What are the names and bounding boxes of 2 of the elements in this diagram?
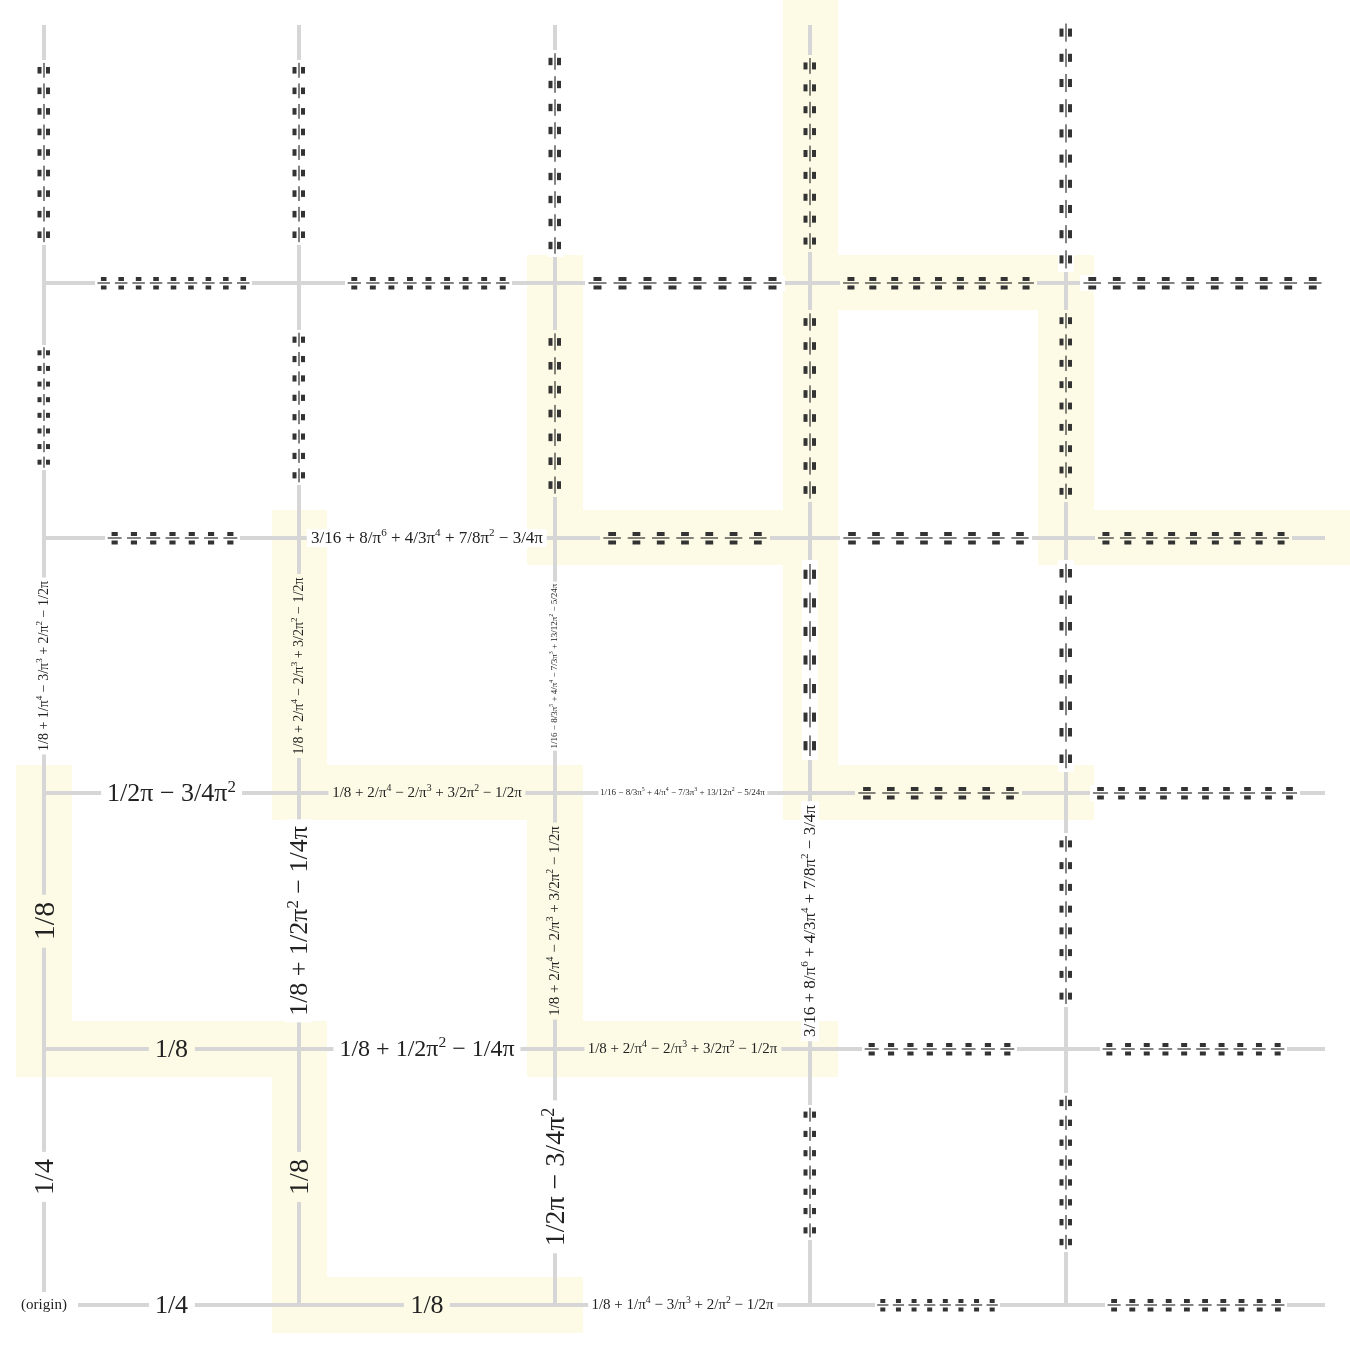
- formula: 3/16 + 8/π$^{6}$ + 4/3π$^{4}$ + 7/8π$^{2}$ − 3/4π: [306, 529, 548, 547]
- formula: 1/16 − 8/3π$^{5}$ + 4/π$^{4}$ − 7/3π$^{3}$ + 13/12π$^{2}$ − 5/24π: [597, 788, 768, 798]
